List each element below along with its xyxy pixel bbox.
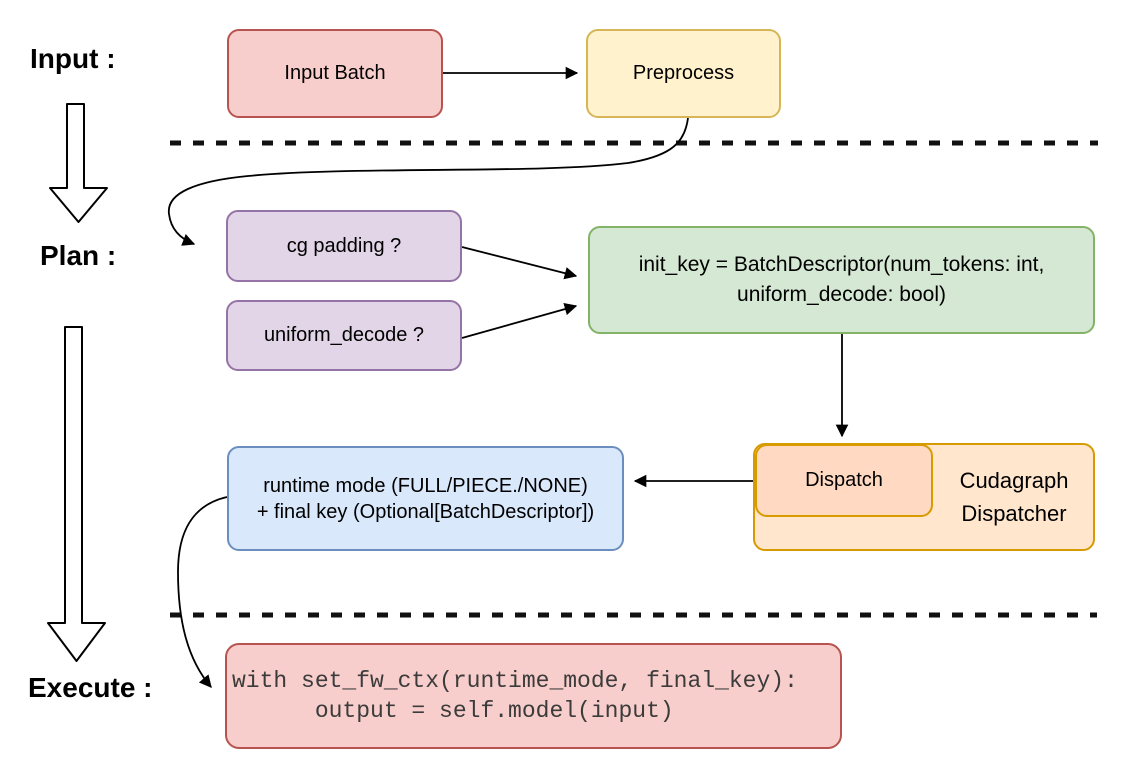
node-dispatch-label: Dispatch bbox=[805, 469, 883, 491]
arrow-runtimemode-to-executecode bbox=[177, 496, 228, 688]
node-uniform-decode-label: uniform_decode ? bbox=[263, 324, 425, 346]
node-uniform-decode: uniform_decode ? bbox=[226, 300, 462, 371]
arrow-uniformdecode-to-initkey bbox=[461, 302, 578, 339]
node-cg-padding: cg padding ? bbox=[226, 210, 462, 282]
execute-code-line1: with set_fw_ctx(runtime_mode, final_key)… bbox=[232, 668, 798, 694]
plan-stage-down-arrow-icon bbox=[47, 326, 106, 662]
execute-code-line2: output = self.model(input) bbox=[232, 698, 674, 724]
cudagraph-dispatcher-line1: Cudagraph bbox=[959, 468, 1069, 493]
node-cg-padding-label: cg padding ? bbox=[286, 234, 402, 257]
node-init-key: init_key = BatchDescriptor(num_tokens: i… bbox=[588, 226, 1095, 334]
node-runtime-mode: runtime mode (FULL/PIECE./NONE) + final … bbox=[227, 446, 624, 551]
node-preprocess-label: Preprocess bbox=[632, 62, 735, 84]
stage-label-execute: Execute : bbox=[28, 672, 153, 703]
stage-label-plan: Plan : bbox=[40, 240, 117, 271]
node-init-key-line2: uniform_decode: bool) bbox=[737, 283, 946, 306]
node-input-batch: Input Batch bbox=[227, 29, 443, 118]
arrow-cgpadding-to-initkey bbox=[461, 246, 578, 280]
stage-label-input: Input : bbox=[30, 43, 116, 74]
node-init-key-line1: init_key = BatchDescriptor(num_tokens: i… bbox=[638, 253, 1045, 276]
node-cudagraph-dispatcher-label: Cudagraph Dispatcher bbox=[933, 443, 1095, 551]
node-preprocess: Preprocess bbox=[586, 29, 781, 118]
arrow-preprocess-to-cgpadding bbox=[168, 117, 689, 246]
node-dispatch: Dispatch bbox=[755, 444, 933, 517]
input-stage-down-arrow-icon bbox=[49, 103, 108, 223]
node-runtime-mode-line1: runtime mode (FULL/PIECE./NONE) bbox=[263, 474, 588, 497]
node-runtime-mode-line2: + final key (Optional[BatchDescriptor]) bbox=[256, 500, 595, 523]
node-input-batch-label: Input Batch bbox=[284, 62, 386, 84]
cudagraph-dispatcher-line2: Dispatcher bbox=[961, 501, 1067, 526]
node-execute-code: with set_fw_ctx(runtime_mode, final_key)… bbox=[225, 643, 842, 749]
